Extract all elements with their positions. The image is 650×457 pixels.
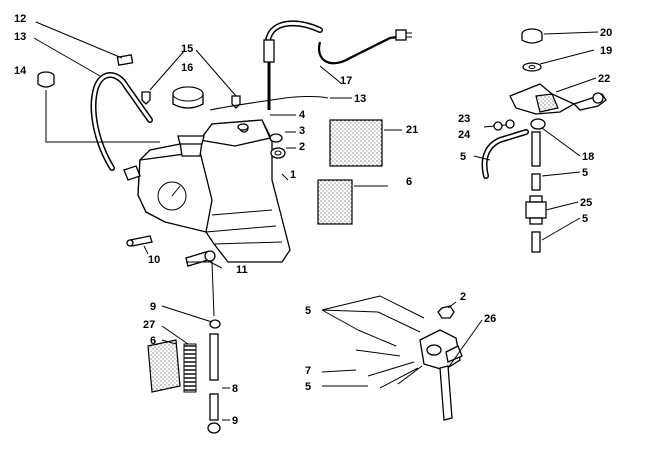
callout-21: 21 (406, 124, 418, 136)
filler-cap (172, 86, 204, 109)
callout-11: 11 (236, 264, 248, 276)
callout-13b: 13 (354, 93, 366, 105)
vent-hose-right (209, 96, 329, 111)
vent-hose-left (90, 72, 153, 171)
fuel-line-assembly (147, 261, 221, 434)
callout-5a: 5 (305, 305, 311, 317)
callout-5b: 5 (305, 381, 311, 393)
callout-19: 19 (600, 45, 612, 57)
callout-25: 25 (580, 197, 592, 209)
filter-bracket-assembly (481, 28, 607, 253)
callout-5e: 5 (582, 213, 588, 225)
callout-14: 14 (14, 65, 27, 77)
callout-20: 20 (600, 27, 612, 39)
pad-large (329, 119, 383, 167)
callout-6a: 6 (406, 176, 412, 188)
leader-lines (33, 21, 599, 421)
callout-10: 10 (148, 254, 160, 266)
oil-tank (123, 119, 291, 263)
callout-7: 7 (305, 365, 311, 377)
callout-9a: 9 (150, 301, 156, 313)
callout-2a: 2 (299, 141, 305, 153)
small-cap (37, 71, 55, 88)
callout-18: 18 (582, 151, 594, 163)
pad-small (317, 179, 353, 225)
callout-3: 3 (299, 125, 305, 137)
callout-6b: 6 (150, 335, 156, 347)
pump-assembly (355, 295, 463, 421)
callout-15: 15 (181, 43, 193, 55)
callout-9b: 9 (232, 415, 238, 427)
callout-4: 4 (299, 109, 306, 121)
callout-16: 16 (181, 62, 193, 74)
callout-labels: 12 13 14 15 16 17 13 4 3 2 1 21 6 10 11 … (14, 13, 612, 427)
level-sensor (263, 20, 412, 110)
callout-5c: 5 (460, 151, 466, 163)
callout-5d: 5 (582, 167, 588, 179)
callout-24: 24 (458, 129, 471, 141)
callout-1: 1 (290, 169, 296, 181)
callout-23: 23 (458, 113, 470, 125)
callout-22: 22 (598, 73, 610, 85)
callout-17: 17 (340, 75, 352, 87)
callout-27: 27 (143, 319, 155, 331)
callout-13: 13 (14, 31, 26, 43)
callout-26: 26 (484, 313, 496, 325)
elbow-fittings (141, 91, 241, 109)
callout-12: 12 (14, 13, 26, 25)
callout-8: 8 (232, 383, 238, 395)
callout-2b: 2 (460, 291, 466, 303)
hardware-top (237, 123, 286, 159)
clip (116, 54, 134, 66)
